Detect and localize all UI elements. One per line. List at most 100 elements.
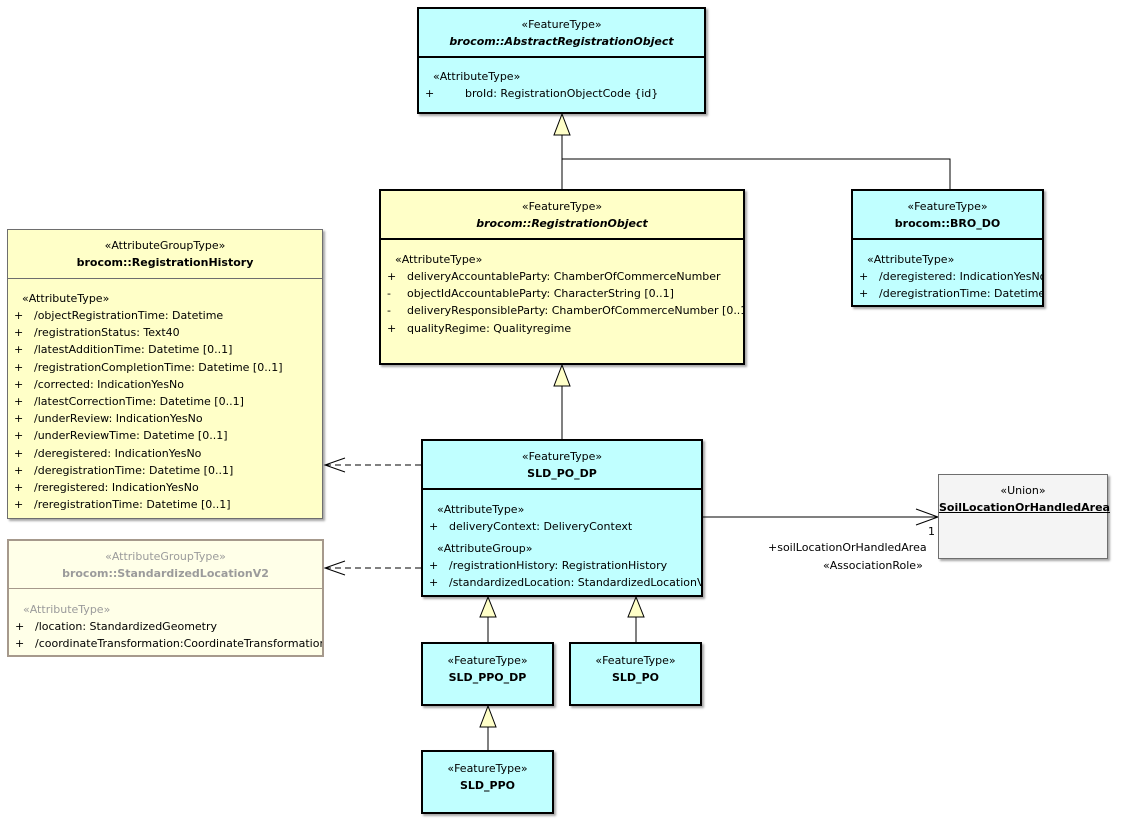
attribute-row: +/registrationCompletionTime: Datetime [… <box>8 359 322 376</box>
attribute-text: /deregistered: IndicationYesNo <box>879 270 1042 283</box>
compartment-divider <box>423 488 701 490</box>
attribute-visibility: + <box>425 87 435 100</box>
class-stereotype: «AttributeGroupType» <box>105 550 226 563</box>
attribute-row: +/underReview: IndicationYesNo <box>8 410 322 427</box>
attribute-text: /latestAdditionTime: Datetime [0..1] <box>34 343 233 357</box>
association-role-stereotype: «AssociationRole» <box>823 559 923 572</box>
attribute-text: qualityRegime: Qualityregime <box>407 321 572 335</box>
attribute-text: /reregistered: IndicationYesNo <box>34 480 199 494</box>
attribute-visibility: + <box>429 559 439 573</box>
attribute-visibility: + <box>14 498 24 512</box>
dependency-arrowhead-standardized-location <box>323 560 346 576</box>
attribute-row: - objectIdAccountableParty: CharacterStri… <box>381 285 743 302</box>
class-name: SLD_PO_DP <box>527 467 597 480</box>
attribute-text: /deregistered: IndicationYesNo <box>34 446 202 460</box>
registration-object-class[interactable]: «FeatureType» brocom::RegistrationObject… <box>379 189 745 365</box>
section-stereotype: «AttributeType» <box>437 503 525 516</box>
bro-do-class[interactable]: «FeatureType» brocom::BRO_DO «AttributeT… <box>851 189 1044 307</box>
class-stereotype: «FeatureType» <box>447 654 528 667</box>
compartment-divider <box>853 238 1042 240</box>
attribute-row: + /latestAdditionTime: Datetime [0..1] <box>8 341 322 358</box>
attribute-row: + /coordinateTransformation:CoordinateTra… <box>9 635 322 652</box>
attribute-row: + /underReviewTime: Datetime [0..1] <box>8 427 322 444</box>
attribute-row: + /location: StandardizedGeometry <box>9 618 322 635</box>
attribute-visibility: + <box>429 576 439 590</box>
attribute-visibility: + <box>14 480 24 494</box>
attribute-text: /corrected: IndicationYesNo <box>34 377 185 391</box>
generalization-line-bro-do <box>562 158 951 189</box>
attribute-row: +/objectRegistrationTime: Datetime <box>8 307 322 324</box>
attribute-text: objectIdAccountableParty: CharacterStrin… <box>407 287 674 301</box>
attribute-visibility: + <box>859 287 869 301</box>
attribute-visibility: + <box>14 343 24 357</box>
standardized-location-class[interactable]: «AttributeGroupType» brocom::Standardize… <box>7 539 324 657</box>
attribute-visibility: + <box>14 309 24 322</box>
attribute-visibility: + <box>14 412 24 426</box>
attribute-text: /standardizedLocation: StandardizedLocat… <box>449 576 701 590</box>
attribute-visibility: + <box>387 321 397 335</box>
attribute-row: +/registrationStatus: Text40 <box>8 324 322 341</box>
attribute-text: /location: StandardizedGeometry <box>35 620 218 633</box>
attribute-text: /coordinateTransformation:CoordinateTran… <box>35 637 322 651</box>
class-name: SoilLocationOrHandledArea <box>939 501 1110 514</box>
class-name: brocom::AbstractRegistrationObject <box>449 35 674 48</box>
class-name: SLD_PPO_DP <box>448 671 527 684</box>
class-stereotype: «FeatureType» <box>447 762 528 775</box>
attribute-visibility: + <box>14 429 24 443</box>
sld-ppo-dp-class[interactable]: «FeatureType» SLD_PPO_DP <box>421 642 554 706</box>
section-stereotype: «AttributeType» <box>23 603 111 616</box>
section-stereotype: «AttributeType» <box>433 70 521 83</box>
class-stereotype: «FeatureType» <box>595 654 676 667</box>
class-stereotype: «AttributeGroupType» <box>104 239 226 252</box>
class-name: brocom::BRO_DO <box>894 217 1001 230</box>
attribute-visibility: + <box>859 270 869 283</box>
generalization-triangle-registration-object <box>553 363 571 387</box>
attribute-row: + /standardizedLocation: StandardizedLoca… <box>423 574 701 591</box>
compartment-divider <box>381 238 743 240</box>
attribute-visibility: + <box>14 377 24 391</box>
compartment-divider <box>8 278 322 279</box>
attribute-text: /latestCorrectionTime: Datetime [0..1] <box>34 394 244 408</box>
attribute-visibility: + <box>14 394 24 408</box>
generalization-triangle-abstract <box>553 112 571 136</box>
class-stereotype: «FeatureType» <box>521 18 602 31</box>
attribute-row: +/reregistrationTime: Datetime [0..1] <box>8 496 322 513</box>
abstract-registration-object-class[interactable]: «FeatureType» brocom::AbstractRegistrati… <box>417 7 706 114</box>
attribute-visibility: - <box>387 304 391 318</box>
class-stereotype: «FeatureType» <box>521 450 603 463</box>
attribute-row: + qualityRegime: Qualityregime <box>381 320 743 337</box>
section-stereotype: «AttributeType» <box>22 292 110 305</box>
sld-ppo-class[interactable]: «FeatureType» SLD_PPO <box>421 750 554 814</box>
attribute-text: deliveryContext: DeliveryContext <box>449 520 633 533</box>
attribute-text: deliveryResponsibleParty: ChamberOfComme… <box>407 304 743 318</box>
attribute-visibility: + <box>15 637 25 651</box>
attribute-row: +broId: RegistrationObjectCode {id} <box>419 85 704 102</box>
attribute-row: + /reregistered: IndicationYesNo <box>8 479 322 496</box>
attribute-row: +deliveryAccountableParty: ChamberOfComm… <box>381 268 743 285</box>
attribute-row: + /corrected: IndicationYesNo <box>8 376 322 393</box>
attribute-text: /underReviewTime: Datetime [0..1] <box>34 429 228 443</box>
attribute-text: /deregistrationTime: Datetime [0..1] <box>34 463 234 477</box>
attribute-row: - deliveryResponsibleParty: ChamberOfComm… <box>381 302 743 319</box>
soil-location-union-class[interactable]: «Union» SoilLocationOrHandledArea <box>938 474 1110 559</box>
section-stereotype: «AttributeGroup» <box>437 542 533 556</box>
generalization-triangle-sld-po <box>627 595 645 618</box>
dependency-arrowhead-registration-history <box>323 457 346 473</box>
attribute-visibility: + <box>15 620 25 633</box>
attribute-text: /deregistrationTime: Datetime <box>879 287 1042 301</box>
attribute-text: /registrationHistory: RegistrationHistor… <box>449 559 668 573</box>
attribute-row: +deliveryContext: DeliveryContext <box>423 518 701 535</box>
class-name: brocom::RegistrationObject <box>476 217 648 230</box>
association-multiplicity: 1 <box>928 525 935 538</box>
sld-po-class[interactable]: «FeatureType» SLD_PO <box>569 642 702 706</box>
attribute-visibility: - <box>387 287 391 301</box>
compartment-divider <box>419 56 704 58</box>
registration-history-class[interactable]: «AttributeGroupType» brocom::Registratio… <box>7 229 323 519</box>
class-name: brocom::RegistrationHistory <box>76 256 254 269</box>
sld-po-dp-class[interactable]: «FeatureType» SLD_PO_DP «AttributeType» … <box>421 439 703 597</box>
attribute-row: +/deregistered: IndicationYesNo <box>8 445 322 462</box>
attribute-row: + /deregistered: IndicationYesNo <box>853 268 1042 285</box>
attribute-text: deliveryAccountableParty: ChamberOfComme… <box>407 270 721 283</box>
compartment-divider <box>9 588 322 589</box>
